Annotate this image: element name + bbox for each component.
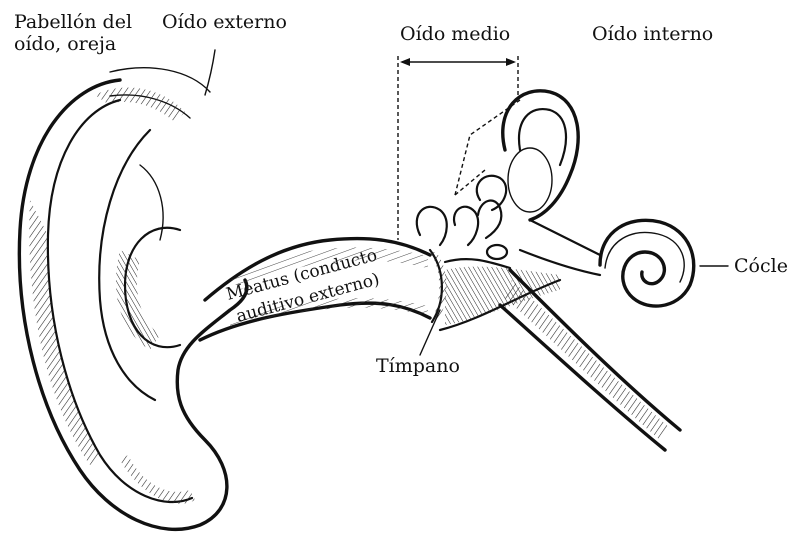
pinna-label-line2: oído, oreja xyxy=(14,33,116,55)
middle-ear-label: Oído medio xyxy=(400,23,510,45)
pinna-label-line1: Pabellón del xyxy=(14,11,132,33)
eardrum-drawing xyxy=(430,250,447,322)
eardrum-label: Tímpano xyxy=(376,355,460,377)
cochlea-label: Cócle xyxy=(734,255,788,277)
pinna-drawing xyxy=(19,80,247,529)
eustachian-tube-drawing xyxy=(500,270,680,450)
inner-ear-label: Oído interno xyxy=(592,23,713,45)
outer-ear-label: Oído externo xyxy=(162,11,287,33)
